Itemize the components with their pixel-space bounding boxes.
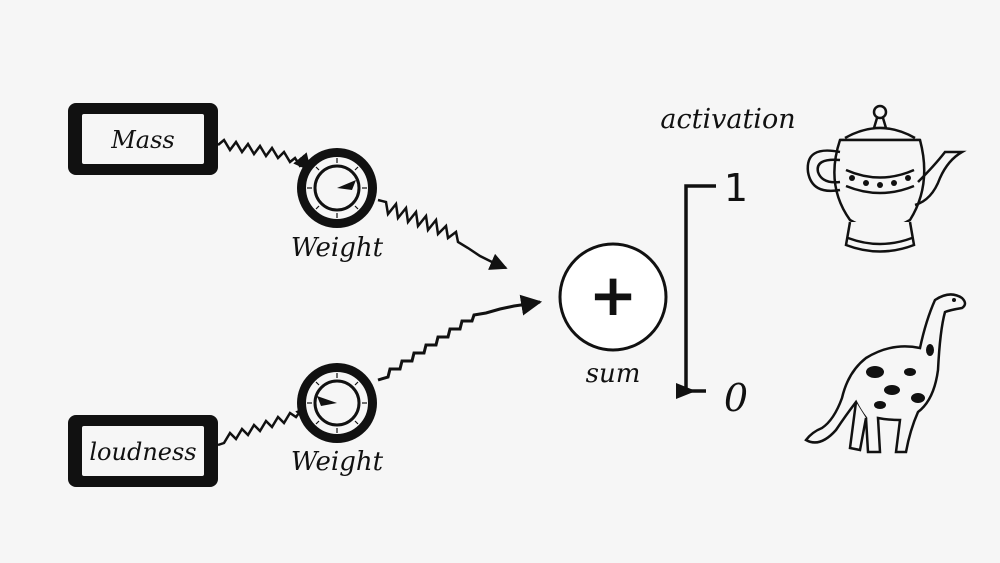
activation-low-label: 0 xyxy=(724,376,748,420)
weight-dial-bottom[interactable] xyxy=(297,363,377,443)
activation-arrow-icon xyxy=(676,383,696,399)
activation-high-label: 1 xyxy=(724,166,748,210)
dial-pointer-top xyxy=(337,180,356,190)
activation-function xyxy=(676,184,716,399)
connection-mass-to-weight xyxy=(217,138,312,172)
connection-loudness-to-weight xyxy=(217,403,314,447)
sum-node: + xyxy=(558,242,668,352)
teapot-icon xyxy=(806,104,967,253)
weight-label-top: Weight xyxy=(291,233,384,263)
input-box-loudness: loudness xyxy=(68,415,218,487)
connection-weight-to-sum-top xyxy=(377,198,508,270)
connection-weight-to-sum-bottom xyxy=(377,294,543,382)
input-label-mass: Mass xyxy=(110,126,175,154)
input-box-mass: Mass xyxy=(68,103,218,175)
dial-pointer-bottom xyxy=(317,396,337,406)
plus-icon: + xyxy=(589,261,638,329)
dinosaur-icon xyxy=(804,293,967,454)
weight-label-bottom: Weight xyxy=(291,447,384,477)
activation-title: activation xyxy=(660,104,795,135)
weight-dial-top[interactable] xyxy=(297,148,377,228)
sum-label: sum xyxy=(586,359,641,389)
input-label-loudness: loudness xyxy=(89,438,196,466)
